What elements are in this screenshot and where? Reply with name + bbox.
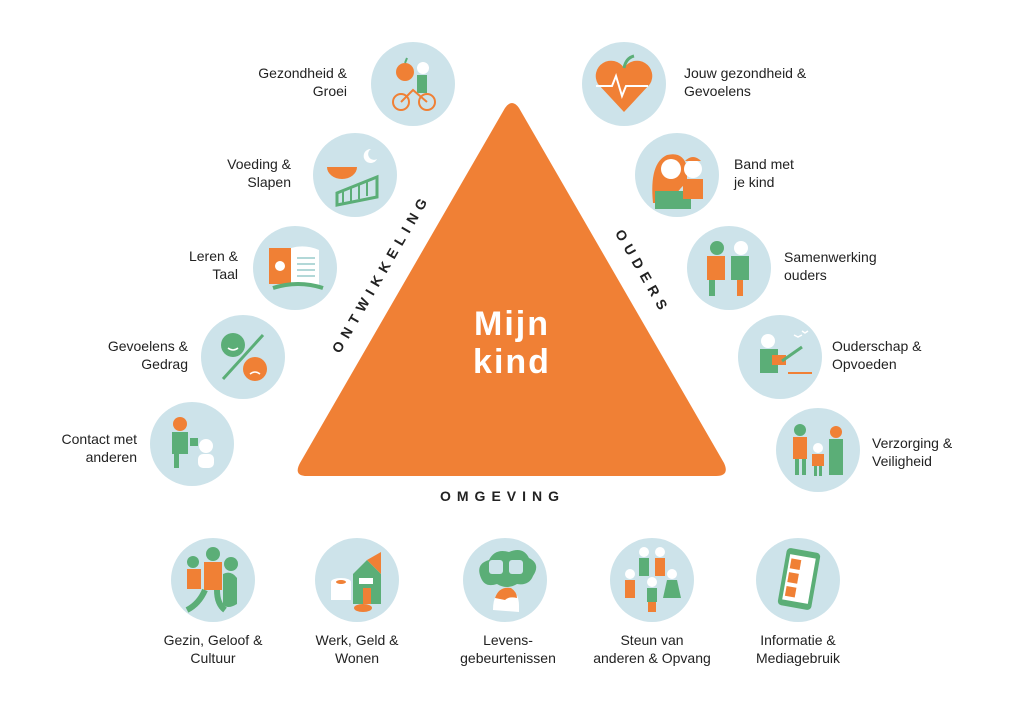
heart-pulse-icon <box>582 42 666 126</box>
label-line: Informatie & <box>760 632 836 648</box>
label-line: Voeding & <box>227 156 291 172</box>
label-line: Samenwerking <box>784 249 877 265</box>
topic-label-jouw-gezondheid-gevoelens: Jouw gezondheid & Gevoelens <box>684 64 806 100</box>
support-group-icon <box>610 538 694 622</box>
center-line-1: Mijn <box>474 305 550 343</box>
topic-label-leren-taal: Leren & Taal <box>189 247 238 283</box>
topic-label-contact-met-anderen: Contact met anderen <box>62 430 137 466</box>
label-line: je kind <box>734 174 775 190</box>
label-line: Gezondheid & <box>258 65 347 81</box>
label-line: Ouderschap & <box>832 338 922 354</box>
label-line: Gezin, Geloof & <box>163 632 263 648</box>
tablet-icon <box>756 538 840 622</box>
topic-label-werk-geld-wonen: Werk, Geld & Wonen <box>277 631 437 667</box>
topic-label-verzorging-veiligheid: Verzorging & Veiligheid <box>872 434 952 470</box>
label-line: ouders <box>784 267 827 283</box>
topic-label-gezondheid-groei: Gezondheid & Groei <box>258 64 347 100</box>
label-line: gebeurtenissen <box>460 650 556 666</box>
side-label-omgeving: OMGEVING <box>440 488 566 504</box>
parents-together-icon <box>687 226 771 310</box>
topic-label-gevoelens-gedrag: Gevoelens & Gedrag <box>108 337 188 373</box>
label-line: Werk, Geld & <box>315 632 399 648</box>
family-safety-icon <box>776 408 860 492</box>
topic-label-steun-van-anderen-opvang: Steun van anderen & Opvang <box>572 631 732 667</box>
label-line: Band met <box>734 156 794 172</box>
children-playing-icon <box>150 402 234 486</box>
child-bike-apple-icon <box>371 42 455 126</box>
label-line: anderen <box>85 449 137 465</box>
label-line: Levens- <box>483 632 533 648</box>
topic-label-voeding-slapen: Voeding & Slapen <box>227 155 291 191</box>
label-line: Verzorging & <box>872 435 953 451</box>
label-line: Mediagebruik <box>755 650 841 666</box>
smiley-faces-icon <box>201 315 285 399</box>
bowl-crib-moon-icon <box>313 133 397 217</box>
label-line: Steun van <box>620 632 684 648</box>
book-icon <box>253 226 337 310</box>
label-line: Wonen <box>334 650 380 666</box>
center-title: Mijn kind <box>412 305 612 381</box>
label-line: Opvoeden <box>832 356 897 372</box>
topic-label-band-met-je-kind: Band met je kind <box>734 155 794 191</box>
family-icon <box>171 538 255 622</box>
house-coins-icon <box>315 538 399 622</box>
label-line: Gedrag <box>141 356 188 372</box>
label-line: Taal <box>212 266 238 282</box>
center-line-2: kind <box>473 343 551 381</box>
label-line: anderen & Opvang <box>593 650 711 666</box>
label-line: Groei <box>312 83 347 99</box>
topic-label-samenwerking-ouders: Samenwerking ouders <box>784 248 877 284</box>
parenting-icon <box>738 315 822 399</box>
label-line: Gevoelens & <box>107 338 188 354</box>
topic-label-informatie-mediagebruik: Informatie & Mediagebruik <box>718 631 878 667</box>
topic-label-ouderschap-opvoeden: Ouderschap & Opvoeden <box>832 337 922 373</box>
parent-child-bond-icon <box>635 133 719 217</box>
label-line: Leren & <box>188 248 238 264</box>
label-line: Gevoelens <box>684 83 751 99</box>
label-line: Slapen <box>247 174 291 190</box>
label-line: Jouw gezondheid & <box>684 65 807 81</box>
label-line: Contact met <box>61 431 137 447</box>
thought-cloud-icon <box>463 538 547 622</box>
label-line: Cultuur <box>190 650 236 666</box>
topic-label-levens-gebeurtenissen: Levens-gebeurtenissen <box>428 631 588 667</box>
label-line: Veiligheid <box>872 453 932 469</box>
topic-label-gezin-geloof-cultuur: Gezin, Geloof & Cultuur <box>133 631 293 667</box>
